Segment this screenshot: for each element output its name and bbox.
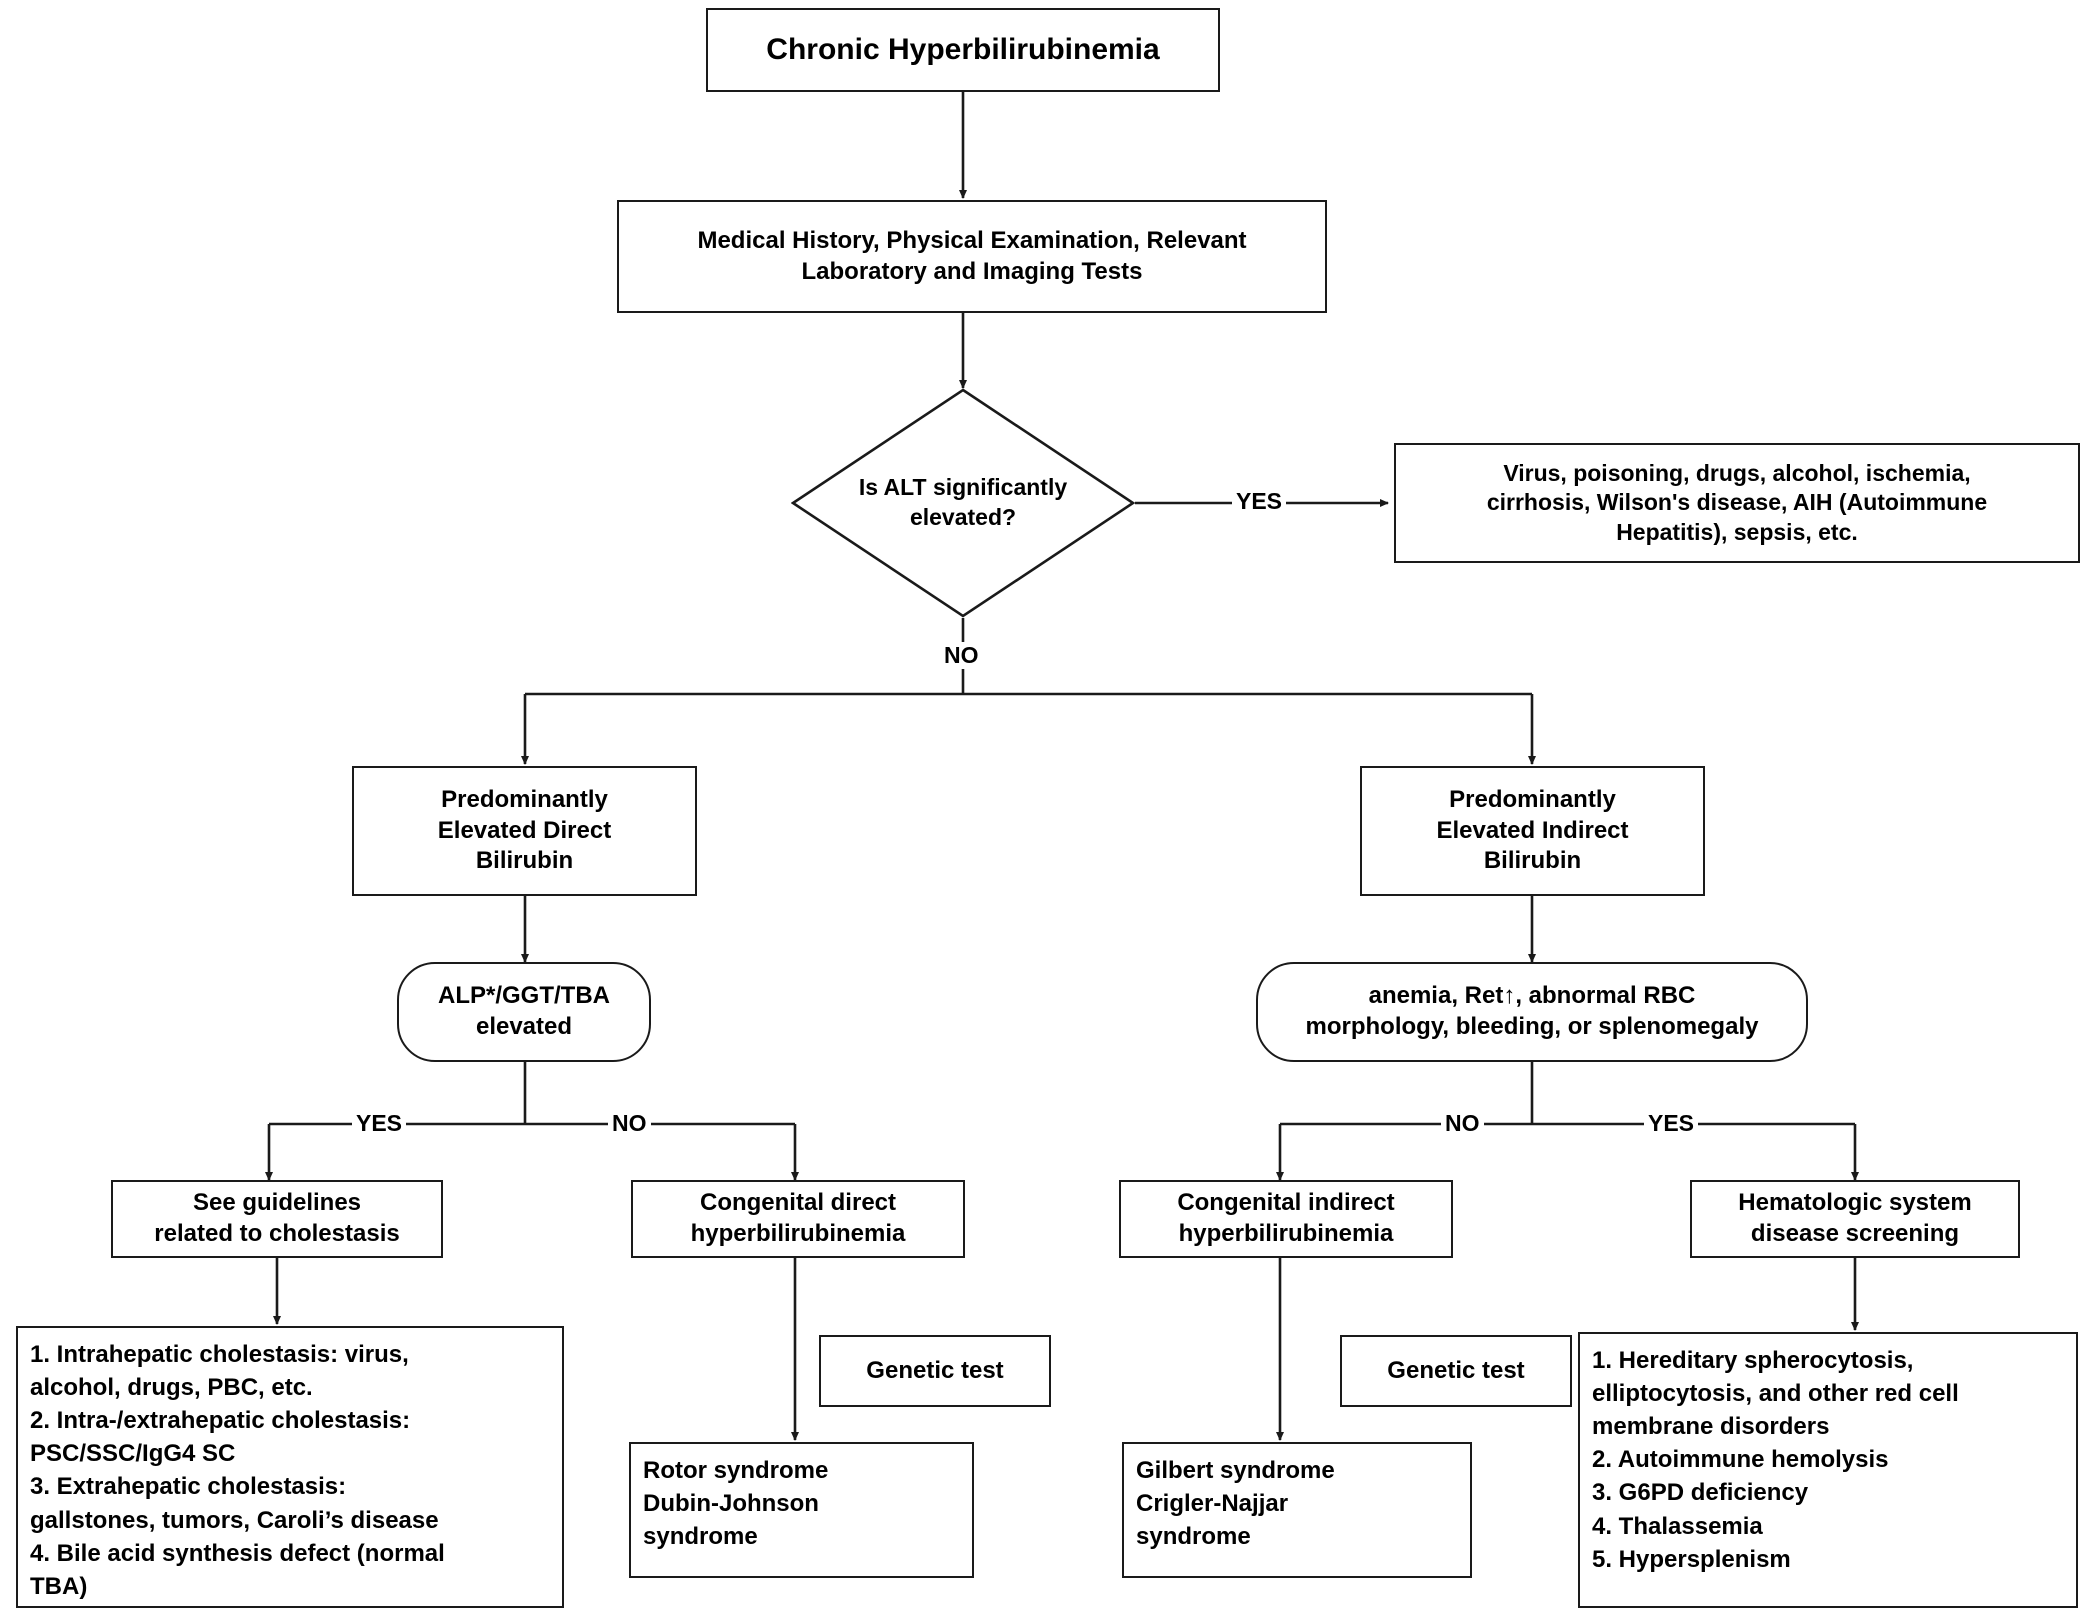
node-cholestasis-guidelines: See guidelines related to cholestasis — [111, 1180, 443, 1258]
node-alt-decision-label: Is ALT significantly elevated? — [858, 474, 1068, 530]
node-congenital-direct: Congenital direct hyperbilirubinemia — [631, 1180, 965, 1258]
edge-label-alp-yes: YES — [352, 1110, 407, 1137]
node-workup: Medical History, Physical Examination, R… — [617, 200, 1327, 313]
node-alt-decision: Is ALT significantly elevated? — [791, 388, 1135, 618]
node-hemolysis-signs: anemia, Ret↑, abnormal RBC morphology, b… — [1256, 962, 1808, 1062]
edge-label-hem-no: NO — [1441, 1110, 1484, 1137]
edge-label-hem-yes: YES — [1644, 1110, 1699, 1137]
node-alt-yes-causes: Virus, poisoning, drugs, alcohol, ischem… — [1394, 443, 2080, 563]
node-hematologic-list: 1. Hereditary spherocytosis, elliptocyto… — [1578, 1332, 2078, 1608]
node-gilbert-crigler: Gilbert syndrome Crigler-Najjar syndrome — [1122, 1442, 1472, 1578]
node-cholestasis-list: 1. Intrahepatic cholestasis: virus, alco… — [16, 1326, 564, 1608]
node-alp-ggt-tba: ALP*/GGT/TBA elevated — [397, 962, 651, 1062]
edge-label-alp-no: NO — [608, 1110, 651, 1137]
node-congenital-indirect: Congenital indirect hyperbilirubinemia — [1119, 1180, 1453, 1258]
node-genetic-test-left: Genetic test — [819, 1335, 1051, 1407]
node-rotor-dubin: Rotor syndrome Dubin-Johnson syndrome — [629, 1442, 974, 1578]
edge-label-alt-no: NO — [940, 642, 983, 669]
node-root: Chronic Hyperbilirubinemia — [706, 8, 1220, 92]
node-indirect-bilirubin: Predominantly Elevated Indirect Bilirubi… — [1360, 766, 1705, 896]
edge-label-alt-yes: YES — [1232, 488, 1287, 515]
node-hematologic-screening: Hematologic system disease screening — [1690, 1180, 2020, 1258]
node-genetic-test-right: Genetic test — [1340, 1335, 1572, 1407]
node-direct-bilirubin: Predominantly Elevated Direct Bilirubin — [352, 766, 697, 896]
